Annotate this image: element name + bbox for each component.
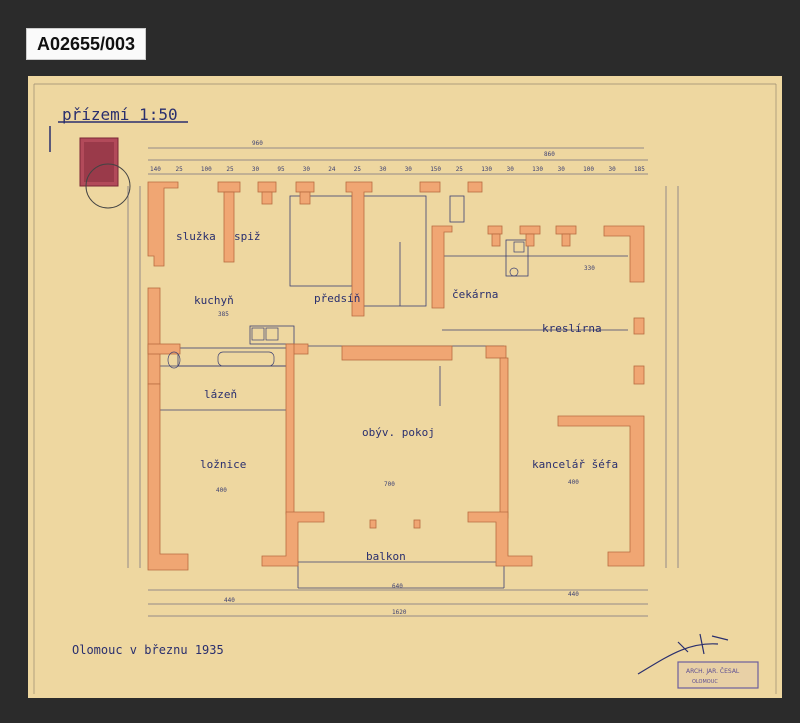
top-dim-label: 30 — [252, 166, 260, 173]
dim-kuchyn-width: 385 — [218, 311, 229, 318]
dim-top-total: 960 — [252, 140, 263, 147]
dim-kancelar-width: 400 — [568, 479, 579, 486]
room-predsin: předsíň — [314, 292, 360, 305]
top-dim-label: 30 — [609, 166, 617, 173]
floor-plan: přízemí 1:50 960 860 140 25 100 25 30 95 30 24 2… — [28, 76, 782, 698]
archive-label: A02655/003 — [26, 28, 146, 60]
place-date: Olomouc v březnu 1935 — [72, 643, 224, 657]
dim-bottom-right: 440 — [568, 591, 579, 598]
revenue-stamp — [79, 137, 131, 209]
architect-stamp: ARCH. JAR. ČESAL OLOMOUC — [677, 661, 759, 689]
room-balkon: balkon — [366, 550, 406, 563]
room-kuchyn: kuchyň — [194, 294, 234, 307]
top-dim-label: 30 — [558, 166, 566, 173]
signature — [637, 633, 729, 675]
top-dim-label: 24 — [328, 166, 336, 173]
dimension-lines-bottom — [148, 589, 648, 617]
top-dim-label: 30 — [507, 166, 515, 173]
room-kancelar-sefa: kancelář šéfa — [532, 458, 618, 471]
room-cekarna: čekárna — [452, 288, 498, 301]
dim-bottom-left: 440 — [224, 597, 235, 604]
top-dim-label: 130 — [481, 166, 492, 173]
fixtures — [167, 241, 525, 369]
dim-bottom-mid: 640 — [392, 583, 403, 590]
room-lazen: lázeň — [204, 388, 237, 401]
room-loznice: ložnice — [200, 458, 246, 471]
dimension-lines-side — [127, 186, 679, 568]
dim-pokoj-width: 700 — [384, 481, 395, 488]
top-dim-label: 25 — [176, 166, 184, 173]
drawing-sheet: přízemí 1:50 960 860 140 25 100 25 30 95 30 24 2… — [28, 76, 782, 698]
dim-top-right: 860 — [544, 151, 555, 158]
room-kreslirna: kreslírna — [542, 322, 602, 335]
top-dim-label: 25 — [226, 166, 234, 173]
svg-text:ARCH. JAR. ČESAL: ARCH. JAR. ČESAL — [686, 668, 740, 675]
top-dim-label: 140 — [150, 166, 161, 173]
top-dims-group: 140 25 100 25 30 95 30 24 25 30 30 150 25 130 30 130 30 1… — [150, 166, 645, 173]
top-dim-label: 100 — [583, 166, 594, 173]
walls — [147, 181, 645, 571]
dim-bottom-total: 1620 — [392, 609, 407, 616]
dimension-lines-top — [148, 147, 648, 175]
room-spiz: spiž — [234, 230, 261, 243]
top-dim-label: 150 — [430, 166, 441, 173]
top-dim-label: 100 — [201, 166, 212, 173]
dim-kreslirna-width: 330 — [584, 265, 595, 272]
top-dim-label: 185 — [634, 166, 645, 173]
room-obyv-pokoj: obýv. pokoj — [362, 426, 435, 439]
svg-text:OLOMOUC: OLOMOUC — [692, 679, 718, 685]
top-dim-label: 25 — [354, 166, 362, 173]
drawing-title: přízemí 1:50 — [62, 105, 178, 124]
top-dim-label: 130 — [532, 166, 543, 173]
top-dim-label: 30 — [379, 166, 387, 173]
dim-loznice-width: 400 — [216, 487, 227, 494]
room-sluzka: služka — [176, 230, 216, 243]
top-dim-label: 25 — [456, 166, 464, 173]
top-dim-label: 30 — [303, 166, 311, 173]
top-dim-label: 30 — [405, 166, 413, 173]
top-dim-label: 95 — [277, 166, 285, 173]
